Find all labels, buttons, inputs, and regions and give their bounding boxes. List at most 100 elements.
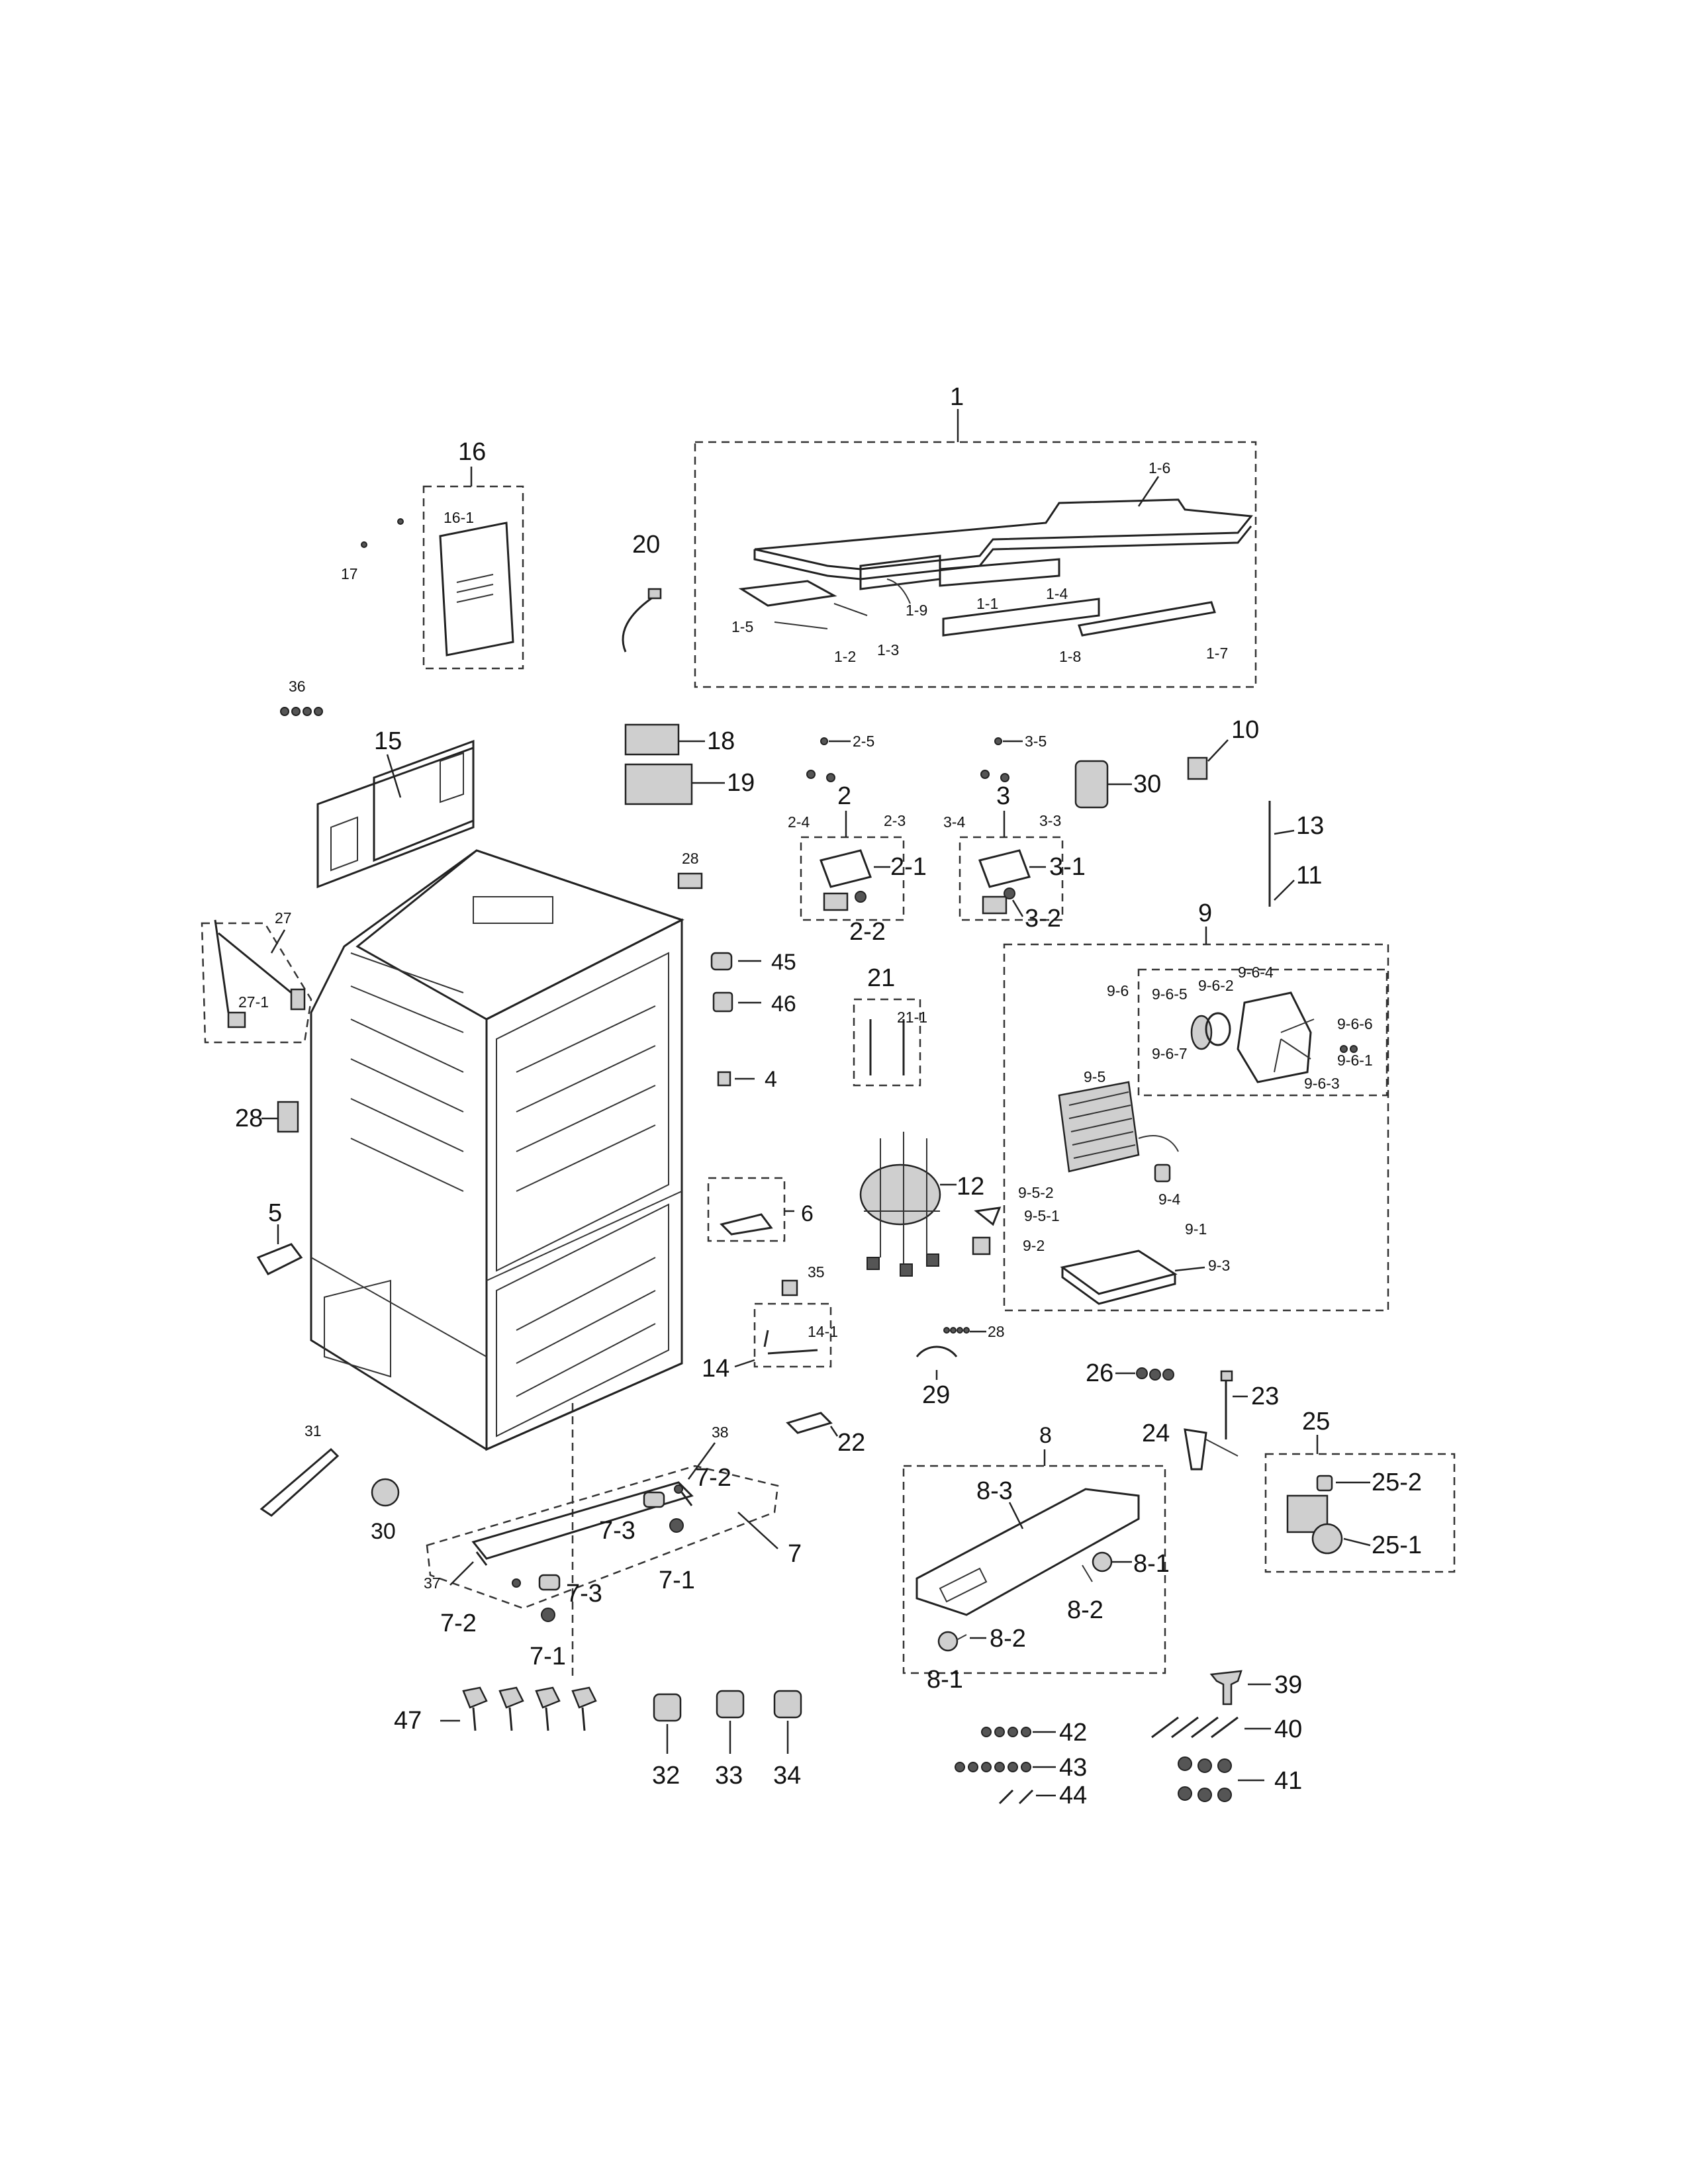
label-45: 45 <box>771 950 796 975</box>
label-32: 32 <box>652 1762 680 1790</box>
evaporator-9-5 <box>1058 1081 1140 1173</box>
label-30-bottom: 30 <box>371 1519 396 1544</box>
connector-28a <box>677 872 703 889</box>
label-8-1-right: 8-1 <box>1133 1550 1170 1578</box>
label-1-7: 1-7 <box>1206 645 1228 662</box>
label-28-top: 28 <box>682 850 699 867</box>
label-9-4: 9-4 <box>1158 1191 1180 1208</box>
assembly-2: 2-5 2 2-4 2-3 2-1 2-2 <box>788 733 927 946</box>
label-24: 24 <box>1142 1420 1170 1447</box>
label-1-5: 1-5 <box>731 618 753 635</box>
label-3-5: 3-5 <box>1025 733 1047 750</box>
pcb-1-4 <box>939 558 1060 587</box>
part-30-top <box>1074 760 1109 809</box>
label-9-6-1: 9-6-1 <box>1337 1052 1373 1069</box>
label-6: 6 <box>801 1201 814 1226</box>
part-29 <box>915 1345 958 1357</box>
label-31: 31 <box>305 1422 322 1439</box>
label-25: 25 <box>1302 1408 1330 1435</box>
label-7: 7 <box>788 1540 802 1568</box>
label-1: 1 <box>950 383 964 411</box>
label-47: 47 <box>394 1707 422 1735</box>
label-12: 12 <box>957 1173 984 1201</box>
part-10 <box>1187 756 1208 780</box>
label-7-2-top: 7-2 <box>695 1464 731 1492</box>
label-36: 36 <box>289 678 306 695</box>
strip-1-7 <box>1078 601 1216 637</box>
cover-16-1 <box>439 522 514 657</box>
part-14-1 <box>763 1330 818 1355</box>
label-13: 13 <box>1296 812 1324 840</box>
label-9-5-1: 9-5-1 <box>1024 1207 1060 1224</box>
fan-shroud-9-6-4 <box>1237 991 1312 1083</box>
label-43: 43 <box>1059 1754 1087 1782</box>
part-31 <box>259 1447 340 1517</box>
part-46 <box>712 991 733 1013</box>
label-25-1: 25-1 <box>1372 1531 1422 1559</box>
label-9-2: 9-2 <box>1023 1237 1045 1254</box>
part-24 <box>1184 1428 1207 1471</box>
top-cover-1-6 <box>754 498 1253 570</box>
label-9-6-7: 9-6-7 <box>1152 1045 1188 1062</box>
group-box-9 <box>1003 943 1389 1312</box>
label-29: 29 <box>922 1381 950 1409</box>
assembly-3: 3-5 3 3-4 3-3 3-1 3-2 <box>943 733 1086 933</box>
label-9-6-5: 9-6-5 <box>1152 985 1188 1003</box>
panel-15: 15 <box>316 727 475 889</box>
label-4: 4 <box>765 1067 777 1092</box>
label-11: 11 <box>1296 862 1322 889</box>
assembly-7: 38 37 7-2 7-3 7-1 7 7-3 7-2 7-1 <box>424 1424 802 1670</box>
label-3: 3 <box>996 782 1010 810</box>
pcb-1-8 <box>942 598 1100 637</box>
label-1-3: 1-3 <box>877 641 899 659</box>
clips-26: 26 <box>1086 1359 1174 1387</box>
assembly-8: 8 8-3 8-1 8-2 8-2 8-1 <box>902 1423 1170 1694</box>
label-1-4: 1-4 <box>1046 585 1068 602</box>
power-cord-20 <box>622 594 656 653</box>
label-9-1: 9-1 <box>1185 1220 1207 1238</box>
label-15: 15 <box>374 727 402 755</box>
screws-36: 36 <box>280 678 323 716</box>
label-7-3-bottom: 7-3 <box>566 1580 602 1608</box>
label-44: 44 <box>1059 1782 1087 1809</box>
label-9-5-2: 9-5-2 <box>1018 1184 1054 1201</box>
label-9-6-3: 9-6-3 <box>1304 1075 1340 1092</box>
label-3-3: 3-3 <box>1039 812 1061 829</box>
label-9-5: 9-5 <box>1084 1068 1105 1085</box>
plate-1-5 <box>738 580 837 607</box>
part-22 <box>786 1412 833 1434</box>
part-28-left <box>277 1101 299 1133</box>
part-4 <box>717 1071 731 1087</box>
label-21: 21 <box>867 964 895 992</box>
label-34: 34 <box>773 1762 801 1790</box>
wire-1-9 <box>886 578 911 604</box>
label-8-1-left: 8-1 <box>927 1666 963 1694</box>
group-box-1 <box>694 441 1257 688</box>
cover-8-3 <box>915 1488 1140 1616</box>
group-box-2 <box>800 836 905 921</box>
label-3-1: 3-1 <box>1049 853 1086 881</box>
assembly-25: 25 25-2 25-1 <box>1264 1408 1456 1573</box>
label-9: 9 <box>1198 899 1212 927</box>
label-5: 5 <box>268 1199 282 1227</box>
label-26: 26 <box>1086 1359 1113 1387</box>
label-2-5: 2-5 <box>853 733 874 750</box>
rail-38 <box>471 1481 694 1560</box>
screws-42-44: 42 43 44 <box>955 1719 1087 1809</box>
label-1-9: 1-9 <box>906 602 927 619</box>
label-16-1: 16-1 <box>444 509 474 526</box>
label-9-6-2: 9-6-2 <box>1198 977 1234 994</box>
label-23: 23 <box>1251 1383 1279 1410</box>
label-1-8: 1-8 <box>1059 648 1081 665</box>
bushings-32-34: 32 33 34 <box>652 1690 802 1790</box>
label-30-top: 30 <box>1133 770 1161 798</box>
group-box-9-6 <box>1137 968 1388 1097</box>
label-40: 40 <box>1274 1715 1302 1743</box>
label-25-2: 25-2 <box>1372 1469 1422 1496</box>
label-22: 22 <box>837 1429 865 1457</box>
label-17: 17 <box>341 565 358 582</box>
label-14-1: 14-1 <box>808 1323 838 1340</box>
label-3-4: 3-4 <box>943 813 965 831</box>
cabinet <box>310 849 684 1451</box>
parts-39-41: 39 40 41 <box>1151 1670 1302 1802</box>
